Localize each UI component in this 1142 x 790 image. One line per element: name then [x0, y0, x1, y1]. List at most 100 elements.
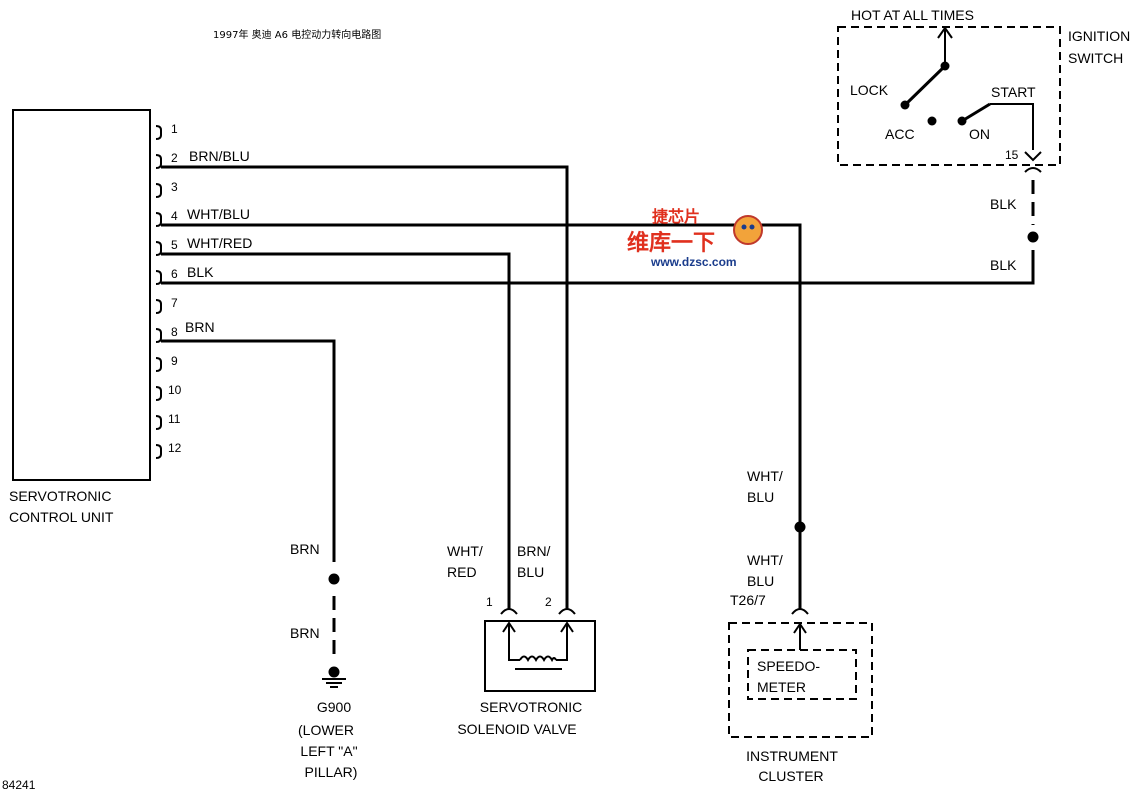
acc-contact: [927, 116, 937, 126]
pin-number: 6: [171, 267, 178, 281]
pin-bracket: [155, 125, 162, 140]
cluster-connector-label: T26/7: [730, 592, 766, 608]
wire-label-pin8: BRN: [185, 319, 215, 335]
pin-bracket: [155, 183, 162, 198]
solenoid-arrow-2: [560, 621, 574, 633]
ignition-switch-box: [837, 26, 1061, 166]
ground-label-3: LEFT "A": [300, 743, 357, 759]
cluster-wire-lower-label-2: BLU: [747, 573, 774, 589]
solenoid-connector-2: [558, 608, 576, 615]
blk-label-lower: BLK: [990, 257, 1017, 273]
pin-bracket: [155, 212, 162, 227]
watermark-chip-eye: [749, 224, 755, 230]
cluster-splice: [794, 521, 806, 533]
hot-feed-arrow: [937, 26, 953, 39]
ignition-label-2: SWITCH: [1068, 50, 1123, 66]
lock-contact: [940, 61, 950, 71]
speedometer-lead-arrow: [793, 622, 807, 634]
pin-bracket: [155, 357, 162, 372]
solenoid-connectors: [500, 608, 576, 615]
ground-wire-label-upper: BRN: [290, 541, 320, 557]
control-unit-box: [12, 109, 151, 481]
solenoid-label-1: SERVOTRONIC: [480, 699, 582, 715]
lock-label: LOCK: [850, 82, 889, 98]
start-blade: [961, 102, 991, 123]
pin-number: 1: [171, 122, 178, 136]
wire-label-pin4: WHT/BLU: [187, 206, 250, 222]
diagram-title: 1997年 奥迪 A6 电控动力转向电路图: [213, 28, 381, 41]
lock-contact-dot: [900, 100, 910, 110]
pin-number: 12: [168, 441, 182, 455]
cluster-connector: [791, 608, 809, 615]
speedometer-box: [747, 649, 857, 700]
ground-wire-label-lower: BRN: [290, 625, 320, 641]
pin-number: 8: [171, 325, 178, 339]
terminal-15-connector: [1024, 151, 1042, 162]
wire-label-pin6: BLK: [187, 264, 214, 280]
pin-bracket: [155, 241, 162, 256]
solenoid-valve-box: [484, 620, 596, 692]
pin-bracket: [155, 415, 162, 430]
figure-id: 84241: [2, 778, 36, 790]
control-unit-pins: 1 2 3 4 5 6 7 8 9 10 11 12: [155, 122, 182, 459]
watermark-top: 捷芯片: [652, 207, 700, 226]
pin-bracket: [155, 386, 162, 401]
blk-label-upper: BLK: [990, 196, 1017, 212]
watermark-logo: 捷芯片 维库一下 www.dzsc.com: [627, 207, 763, 269]
terminal-15-label: 15: [1005, 148, 1019, 162]
pin-number: 3: [171, 180, 178, 194]
on-contact: [957, 116, 967, 126]
ground-point: [328, 666, 340, 678]
switch-blade: [903, 64, 947, 107]
pin-bracket: [155, 444, 162, 459]
solenoid-pin-1: 1: [486, 595, 493, 609]
speedometer-lead: [793, 622, 807, 650]
solenoid-coil: [502, 621, 574, 670]
watermark-chip-icon: [733, 215, 763, 245]
pin-number: 7: [171, 296, 178, 310]
wire-label-pin5: WHT/RED: [187, 235, 252, 251]
solenoid-lead-2: [556, 624, 568, 661]
cluster-label-2: CLUSTER: [758, 768, 823, 784]
solenoid-wire2-label-1: BRN/: [517, 543, 551, 559]
watermark-main: 维库一下: [627, 230, 715, 255]
pin-number: 5: [171, 238, 178, 252]
cluster-wire-upper-label-2: BLU: [747, 489, 774, 505]
solenoid-arrow-1: [502, 621, 516, 633]
cluster-wire-lower-label-1: WHT/: [747, 552, 783, 568]
watermark-chip-eye: [741, 224, 747, 230]
cluster-wire-upper-label-1: WHT/: [747, 468, 783, 484]
pin-number: 2: [171, 151, 178, 165]
coil-windings: [519, 655, 557, 663]
solenoid-lead-1: [508, 624, 520, 661]
solenoid-connector-1: [500, 608, 518, 615]
wire-pin5-wht-red: [161, 252, 511, 610]
ground-label-4: PILLAR): [305, 764, 358, 780]
ignition-label-1: IGNITION: [1068, 28, 1130, 44]
ground-label-2: (LOWER: [298, 722, 354, 738]
watermark-url: www.dzsc.com: [650, 255, 737, 269]
solenoid-pin-2: 2: [545, 595, 552, 609]
cluster-label-1: INSTRUMENT: [746, 748, 838, 764]
on-label: ON: [969, 126, 990, 142]
ground-symbol: [322, 666, 346, 688]
hot-at-all-times-label: HOT AT ALL TIMES: [851, 7, 974, 23]
ground-splice: [328, 573, 340, 585]
pin-number: 11: [168, 412, 181, 426]
pin-bracket: [155, 299, 162, 314]
wire-pin8-brn: [161, 339, 336, 562]
pin-bracket: [155, 154, 162, 169]
wire-pin6-blk: [161, 250, 1035, 285]
start-terminal-line: [990, 103, 1034, 150]
pin-bracket: [155, 328, 162, 343]
pin-number: 10: [168, 383, 182, 397]
solenoid-wire1-label-1: WHT/: [447, 543, 483, 559]
speedometer-label-2: METER: [757, 679, 806, 695]
control-unit-label-2: CONTROL UNIT: [9, 509, 114, 525]
ground-label-1: G900: [317, 699, 351, 715]
wire-pin2-brn-blu: [161, 165, 569, 610]
pin-number: 4: [171, 209, 178, 223]
start-label: START: [991, 84, 1036, 100]
wire-label-pin2: BRN/BLU: [189, 148, 250, 164]
